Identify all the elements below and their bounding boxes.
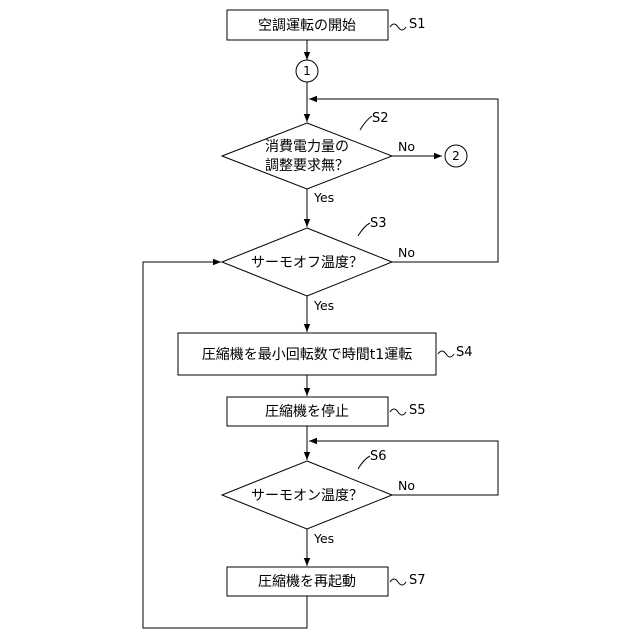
decision-s6-text: サーモオン温度？ <box>251 488 363 504</box>
s4-leader <box>438 351 454 357</box>
s6-yes-label: Yes <box>313 531 334 546</box>
process-s4-text: 圧縮機を最小回転数で時間t1運転 <box>202 347 412 363</box>
s7-leader <box>390 579 406 585</box>
s1-label: S1 <box>409 17 426 32</box>
process-s7-text: 圧縮機を再起動 <box>258 574 356 590</box>
s2-label: S2 <box>372 111 389 126</box>
s7-label: S7 <box>409 573 426 588</box>
s1-leader <box>390 24 406 30</box>
process-s5-text: 圧縮機を停止 <box>265 403 349 420</box>
arrow-s3-no-loop <box>309 99 498 262</box>
s2-no-label: No <box>398 139 415 154</box>
decision-s2-text-line2: 調整要求無？ <box>265 158 349 174</box>
connector-2-label: 2 <box>452 149 460 163</box>
decision-s3-text: サーモオフ温度？ <box>251 255 363 271</box>
s3-leader <box>358 223 370 236</box>
connector-1-label: 1 <box>303 64 311 78</box>
s2-leader <box>360 116 372 130</box>
s5-leader <box>390 409 406 415</box>
s3-yes-label: Yes <box>313 298 334 313</box>
decision-s2-text-line1: 消費電力量の <box>265 139 349 155</box>
s4-label: S4 <box>456 345 473 360</box>
s3-no-label: No <box>398 245 415 260</box>
s6-label: S6 <box>370 449 387 464</box>
s6-no-label: No <box>398 478 415 493</box>
s6-leader <box>358 456 370 469</box>
start-box-text: 空調運転の開始 <box>258 18 356 34</box>
s3-label: S3 <box>370 216 387 231</box>
decision-s2 <box>222 123 392 189</box>
s2-yes-label: Yes <box>313 190 334 205</box>
s5-label: S5 <box>409 403 426 418</box>
